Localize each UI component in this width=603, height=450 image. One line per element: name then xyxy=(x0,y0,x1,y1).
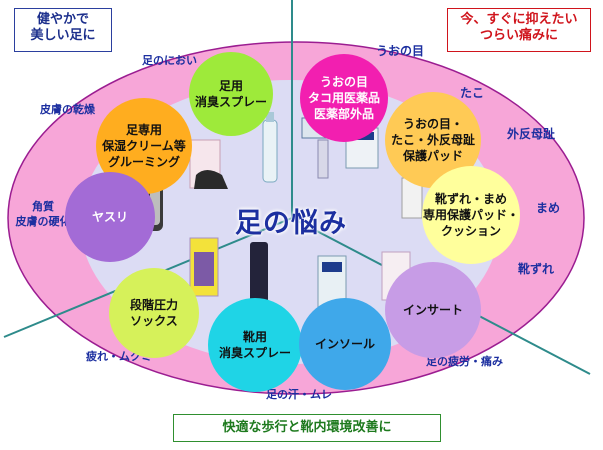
circle-foot-deodorant-line-1: 足用 xyxy=(218,78,243,93)
label-sweat: 足の汗・ムレ xyxy=(266,388,332,401)
shoe-image xyxy=(194,170,228,189)
circle-pad-line-1: うおの目・ xyxy=(402,116,463,131)
circle-foot-deodorant-spray: 足用消臭スプレー xyxy=(189,52,273,136)
label-callus-tako: たこ xyxy=(460,86,485,100)
label-bunion: 外反母趾 xyxy=(507,127,556,141)
circle-shoe-pad-line-3: クッション xyxy=(440,224,501,239)
circle-graduated-compression-socks: 段階圧力ソックス xyxy=(109,268,199,358)
circle-pad-line-2: たこ・外反母趾 xyxy=(390,132,475,147)
circle-foot-deodorant-line-2: 消臭スプレー xyxy=(194,95,267,109)
diagram-title: 足の悩み xyxy=(235,208,347,239)
circle-shoe-spray-line-2: 消臭スプレー xyxy=(218,346,291,360)
label-foot-pain: 足の疲労・痛み xyxy=(426,355,503,368)
circle-shoe-deodorant-spray: 靴用消臭スプレー xyxy=(208,298,302,392)
spray-can-image xyxy=(262,119,278,183)
circle-cream-line-2: 保湿クリーム等 xyxy=(102,138,186,153)
healthy-feet-line-1: 健やかで xyxy=(36,12,89,27)
label-corn: うおの目 xyxy=(376,44,425,58)
circle-cream-line-1: 足専用 xyxy=(125,122,162,137)
shoe-spray-image xyxy=(250,242,268,314)
circle-shoe-sore-pad: 靴ずれ・まめ専用保護パッド・クッション xyxy=(422,166,520,264)
circle-medicine-line-3: 医薬部外品 xyxy=(313,107,374,122)
circle-pad-line-3: 保護パッド xyxy=(402,149,463,164)
circle-socks-line-2: ソックス xyxy=(130,314,178,328)
circle-shoe-spray-line-1: 靴用 xyxy=(242,329,267,344)
circle-insole: インソール xyxy=(299,298,391,390)
label-foot-odor: 足のにおい xyxy=(142,54,197,67)
circle-socks-line-1: 段階圧力 xyxy=(129,297,178,312)
circle-cream-line-3: グルーミング xyxy=(107,155,180,170)
circle-insert: インサート xyxy=(385,262,481,358)
circle-shoe-pad-line-1: 靴ずれ・まめ xyxy=(434,191,507,206)
label-callus: 角質 皮膚の硬化 xyxy=(6,200,80,230)
circle-file: ヤスリ xyxy=(65,172,155,262)
circle-insert-label: インサート xyxy=(402,302,463,317)
circle-medicine-line-2: タコ用医薬品 xyxy=(307,90,380,105)
circle-file-label: ヤスリ xyxy=(91,209,128,224)
pain-relief-line-1: 今、すぐに抑えたい xyxy=(460,12,578,27)
circle-corn-medicine: うおの目タコ用医薬品医薬部外品 xyxy=(300,54,388,142)
label-blister: まめ xyxy=(536,201,561,215)
label-shoe-sore: 靴ずれ xyxy=(518,262,555,276)
circle-shoe-pad-line-2: 専用保護パッド・ xyxy=(422,207,519,222)
pain-relief-box: 今、すぐに抑えたい つらい痛みに xyxy=(447,8,591,52)
label-callus-line-1: 角質 xyxy=(32,200,54,213)
comfortable-walking-box: 快適な歩行と靴内環境改善に xyxy=(173,414,441,442)
label-callus-line-2: 皮膚の硬化 xyxy=(15,214,71,228)
circle-insole-label: インソール xyxy=(314,336,375,351)
label-dry-skin: 皮膚の乾燥 xyxy=(40,103,95,116)
healthy-feet-line-2: 美しい足に xyxy=(30,28,96,44)
healthy-feet-box: 健やかで 美しい足に xyxy=(14,8,112,52)
circle-medicine-line-1: うおの目 xyxy=(319,74,368,89)
pain-relief-line-2: つらい痛みに xyxy=(479,28,558,44)
